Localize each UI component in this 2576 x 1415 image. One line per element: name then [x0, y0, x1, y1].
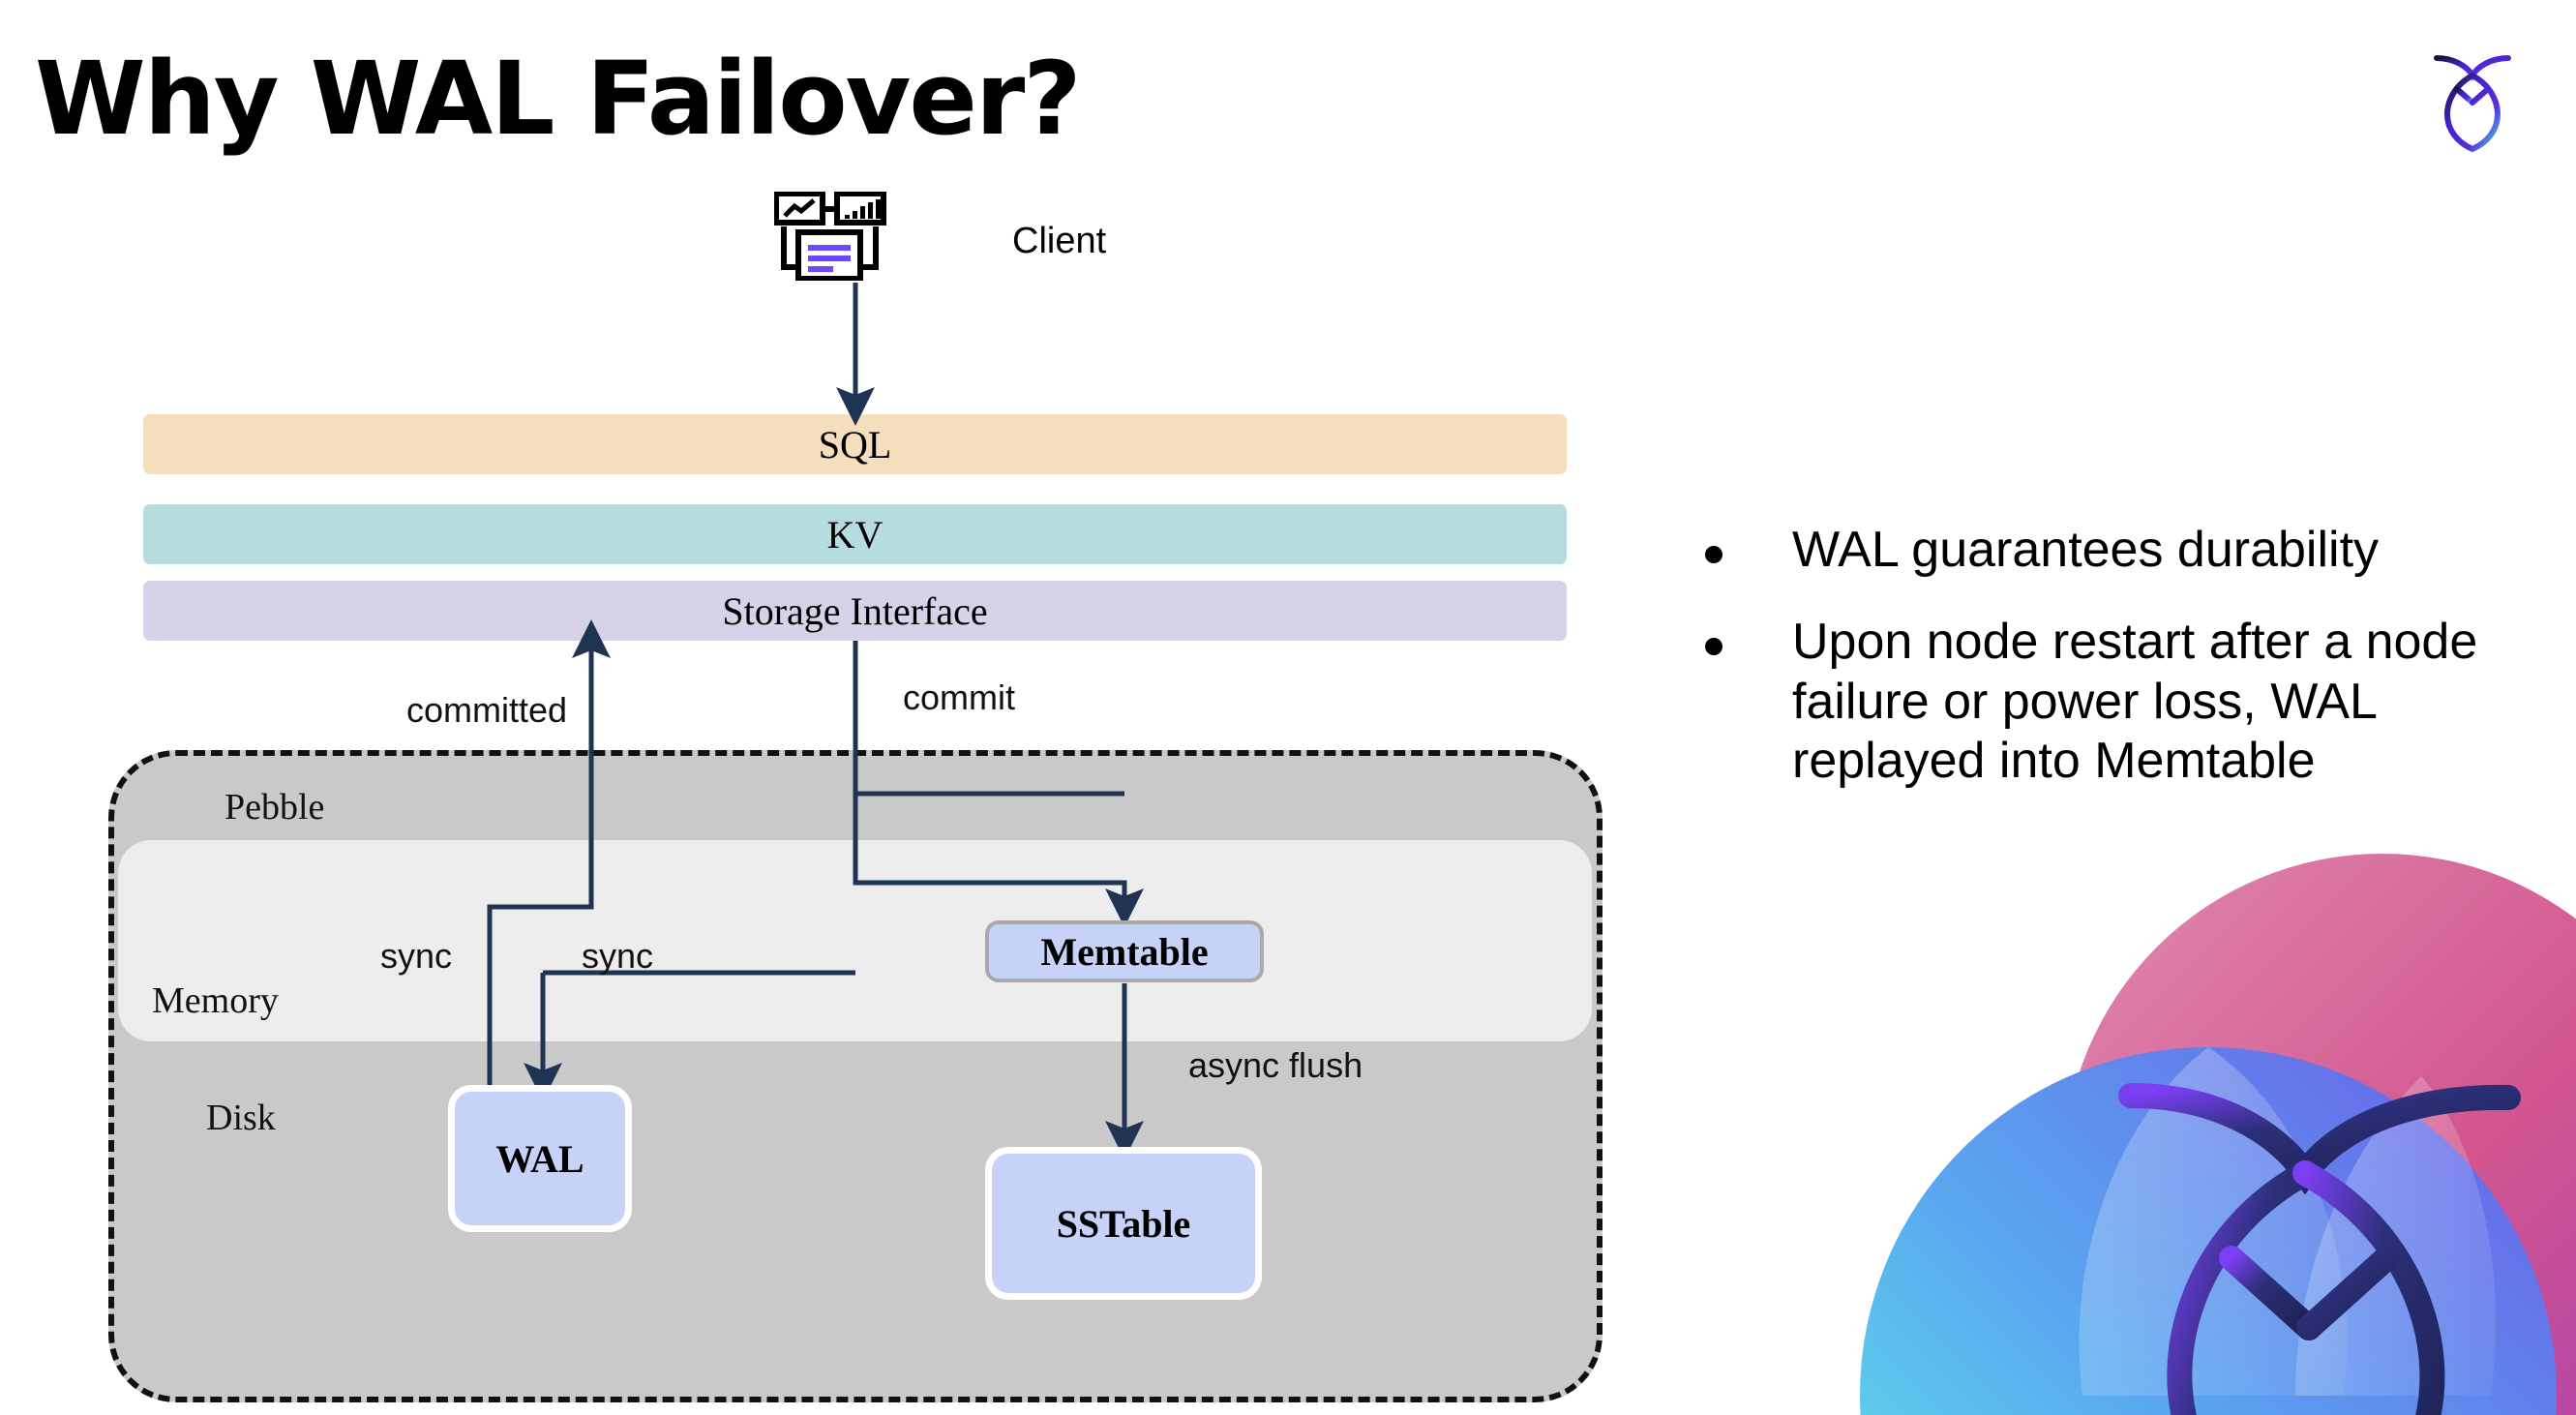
bullet-dot-icon	[1705, 546, 1722, 563]
client-label: Client	[1012, 221, 1107, 261]
bullet-dot-icon	[1705, 638, 1722, 656]
disk-label: Disk	[206, 1098, 276, 1138]
client-dashboard-icon	[773, 191, 929, 282]
layer-bar-kv: KV	[143, 504, 1567, 564]
layer-bar-kv-label: KV	[826, 512, 884, 557]
memory-label: Memory	[152, 980, 279, 1021]
brand-watermark-circles-icon	[1841, 854, 2576, 1415]
list-item: WAL guarantees durability	[1705, 521, 2528, 580]
node-memtable-label: Memtable	[1040, 929, 1209, 974]
bullet-text: WAL guarantees durability	[1792, 522, 2380, 578]
flow-label-committed: committed	[406, 690, 568, 730]
layer-bar-storage-interface-label: Storage Interface	[722, 588, 988, 633]
node-sstable-label: SSTable	[1056, 1201, 1191, 1246]
bullet-list: WAL guarantees durability Upon node rest…	[1705, 521, 2528, 824]
list-item: Upon node restart after a node failure o…	[1705, 613, 2528, 791]
node-memtable: Memtable	[985, 920, 1264, 982]
flow-label-sync-1: sync	[380, 936, 453, 976]
memory-region	[118, 840, 1592, 1041]
cockroach-labs-logo-icon	[2410, 37, 2535, 163]
node-wal: WAL	[448, 1085, 632, 1232]
flow-label-sync-2: sync	[582, 936, 654, 976]
page-title: Why WAL Failover?	[35, 40, 1082, 158]
flow-label-commit: commit	[903, 677, 1015, 717]
node-wal-label: WAL	[495, 1136, 584, 1181]
layer-bar-sql: SQL	[143, 414, 1567, 474]
pebble-label: Pebble	[225, 787, 325, 828]
flow-label-async-flush: async flush	[1188, 1045, 1363, 1085]
bullet-text: Upon node restart after a node failure o…	[1792, 614, 2478, 790]
layer-bar-storage-interface: Storage Interface	[143, 581, 1567, 641]
layer-bar-sql-label: SQL	[818, 422, 892, 467]
node-sstable: SSTable	[985, 1147, 1262, 1300]
